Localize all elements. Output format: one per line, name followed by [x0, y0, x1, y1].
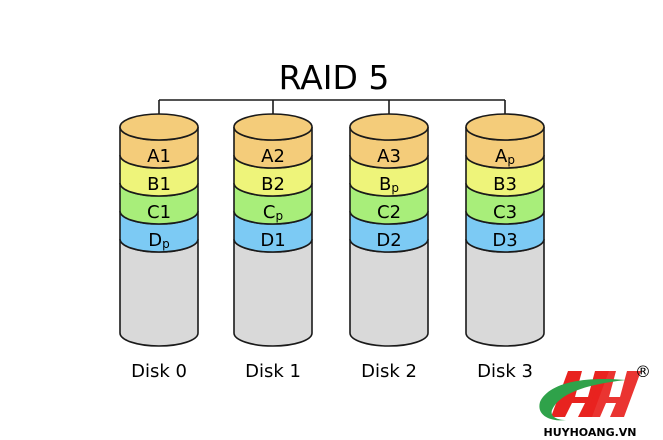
disk-top-cap	[465, 113, 545, 141]
diagram-title: RAID 5	[279, 58, 390, 97]
block-label: D2	[376, 230, 401, 251]
block-label: C2	[377, 202, 401, 223]
block-label: B3	[493, 174, 517, 195]
disk-name-label: Disk 0	[131, 361, 187, 382]
block-label: Cp	[263, 202, 283, 223]
block-label: C1	[147, 202, 171, 223]
block-label: D3	[492, 230, 517, 251]
disk-empty-space	[119, 238, 199, 347]
block-label: Bp	[379, 174, 399, 195]
disk-top-cap	[233, 113, 313, 141]
block-label: D1	[260, 230, 285, 251]
block-label: Dp	[148, 230, 170, 251]
block-label: A2	[261, 146, 285, 167]
disk-empty-space	[349, 238, 429, 347]
disk-name-label: Disk 3	[477, 361, 533, 382]
watermark-text: HUYHOANG.VN	[543, 426, 636, 439]
logo-swoosh	[539, 378, 626, 421]
disk-empty-space	[465, 238, 545, 347]
disk-name-label: Disk 1	[245, 361, 301, 382]
connector-lines	[158, 99, 506, 127]
disk-name-label: Disk 2	[361, 361, 417, 382]
block-label: A3	[377, 146, 401, 167]
disk-empty-space	[233, 238, 313, 347]
disk-top-cap	[119, 113, 199, 141]
block-label: B2	[261, 174, 285, 195]
disk-top-cap	[349, 113, 429, 141]
registered-mark: ®	[635, 362, 651, 381]
block-label: C3	[493, 202, 517, 223]
watermark-logo: HUYHOANG.VN ®	[539, 362, 651, 439]
block-label: Ap	[495, 146, 515, 167]
block-label: A1	[147, 146, 171, 167]
block-label: B1	[147, 174, 171, 195]
logo-mark	[539, 371, 641, 421]
